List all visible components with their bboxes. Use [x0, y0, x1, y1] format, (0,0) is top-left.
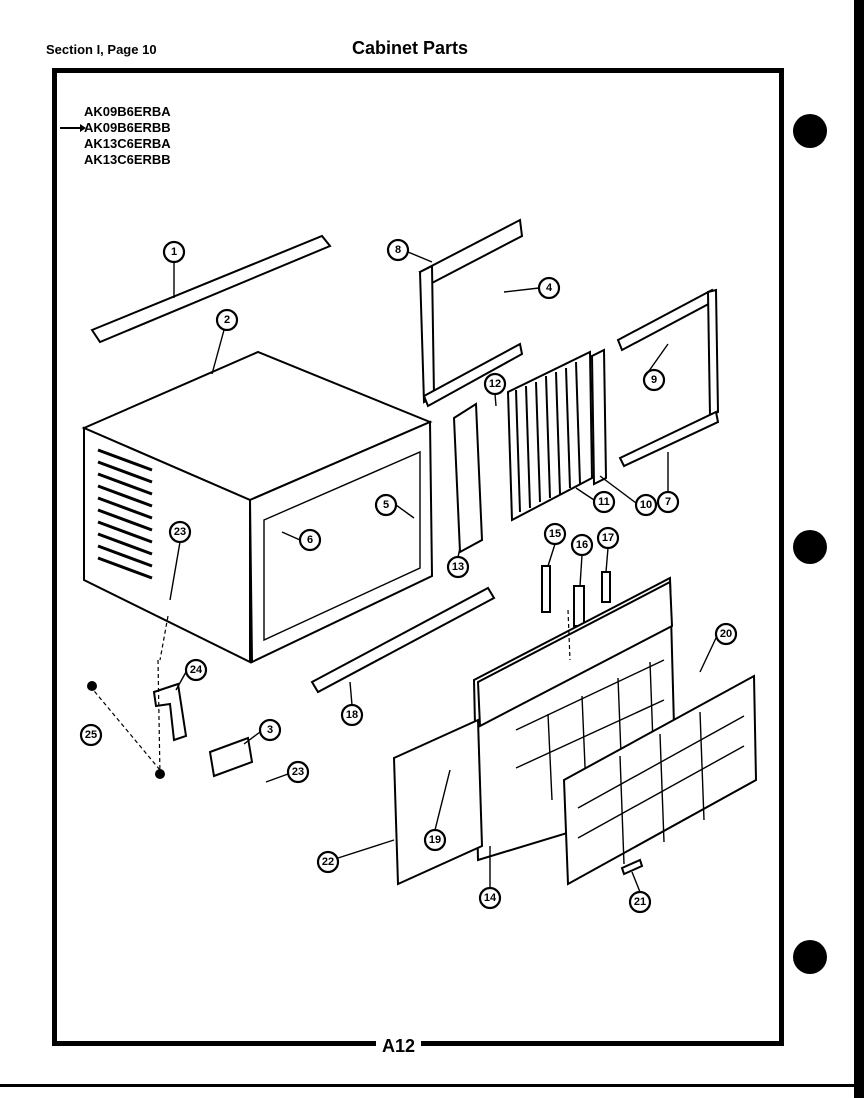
- callout-number: 20: [720, 628, 732, 640]
- callout-2: 2: [215, 308, 239, 332]
- callout-10: 10: [634, 493, 658, 517]
- callout-20: 20: [714, 622, 738, 646]
- model-list: AK09B6ERBA AK09B6ERBB AK13C6ERBA AK13C6E…: [84, 104, 171, 168]
- callout-number: 21: [634, 896, 646, 908]
- callout-5: 5: [374, 493, 398, 517]
- callout-number: 25: [85, 729, 97, 741]
- part-filter: [562, 674, 758, 886]
- model-number: AK13C6ERBB: [84, 152, 171, 167]
- page-code: A12: [376, 1036, 422, 1057]
- callout-18: 18: [340, 703, 364, 727]
- part-clip: [541, 565, 551, 613]
- scan-edge-right: [854, 0, 864, 1098]
- callout-11: 11: [592, 490, 616, 514]
- callout-number: 24: [190, 664, 203, 676]
- callout-19: 19: [423, 828, 447, 852]
- callout-13: 13: [446, 555, 470, 579]
- part-bottom-rail: [310, 586, 496, 694]
- callout-number: 5: [383, 499, 389, 511]
- callout-number: 22: [322, 856, 334, 868]
- part-side-panel: [392, 718, 484, 886]
- scan-edge: [0, 1078, 864, 1098]
- part-upper-frame: [418, 218, 524, 408]
- callout-8: 8: [386, 238, 410, 262]
- part-support-bracket: [152, 682, 188, 742]
- callout-number: 3: [267, 724, 273, 736]
- callout-12: 12: [483, 372, 507, 396]
- callout-number: 7: [665, 496, 671, 508]
- callout-number: 4: [546, 282, 553, 294]
- callout-1: 1: [162, 240, 186, 264]
- callout-number: 15: [549, 528, 561, 540]
- callout-number: 10: [640, 499, 652, 511]
- callout-3: 3: [258, 718, 282, 742]
- callout-24: 24: [184, 658, 208, 682]
- page-title: Cabinet Parts: [352, 38, 469, 58]
- part-cabinet: [81, 329, 434, 664]
- callout-25: 25: [79, 723, 103, 747]
- callout-number: 6: [307, 534, 313, 546]
- callout-16: 16: [570, 533, 594, 557]
- part-side-bracket: [452, 402, 484, 554]
- part-clip: [573, 585, 585, 627]
- binder-hole: [793, 114, 827, 148]
- callout-number: 17: [602, 532, 614, 544]
- callout-number: 19: [429, 834, 441, 846]
- model-number: AK09B6ERBB: [84, 120, 171, 135]
- callout-6: 6: [298, 528, 322, 552]
- model-arrow-icon: [60, 124, 86, 132]
- callout-number: 13: [452, 561, 464, 573]
- callout-15: 15: [543, 522, 567, 546]
- part-top-rail: [90, 234, 332, 344]
- part-louver-panel: [506, 348, 608, 522]
- callout-22: 22: [316, 850, 340, 874]
- callout-number: 12: [489, 378, 501, 390]
- part-right-frame: [616, 288, 720, 468]
- callout-number: 14: [484, 892, 497, 904]
- callout-23b: 23: [286, 760, 310, 784]
- callout-17: 17: [596, 526, 620, 550]
- callout-number: 16: [576, 539, 588, 551]
- section-page-label: Section I, Page 10: [46, 42, 157, 57]
- part-clip: [601, 571, 611, 603]
- callout-number: 2: [224, 314, 230, 326]
- callout-7: 7: [656, 490, 680, 514]
- callout-number: 18: [346, 709, 358, 721]
- callout-23a: 23: [168, 520, 192, 544]
- binder-hole: [793, 940, 827, 974]
- callout-number: 9: [651, 374, 657, 386]
- model-number: AK13C6ERBA: [84, 136, 171, 151]
- model-number: AK09B6ERBA: [84, 104, 171, 119]
- callout-number: 23: [292, 766, 304, 778]
- callout-14: 14: [478, 886, 502, 910]
- binder-hole: [793, 530, 827, 564]
- callout-number: 8: [395, 244, 401, 256]
- part-tab: [620, 858, 644, 876]
- callout-number: 11: [598, 496, 610, 508]
- callout-number: 1: [171, 246, 177, 258]
- callout-9: 9: [642, 368, 666, 392]
- part-bracket: [208, 736, 254, 778]
- callout-21: 21: [628, 890, 652, 914]
- callout-4: 4: [537, 276, 561, 300]
- callout-number: 23: [174, 526, 186, 538]
